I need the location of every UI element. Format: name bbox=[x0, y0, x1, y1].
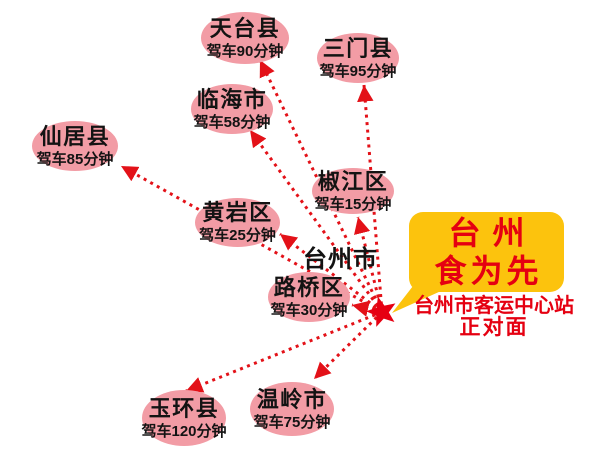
location-bubble-jiaojiang: 椒江区 驾车15分钟 bbox=[312, 168, 394, 214]
drive-time-label: 驾车120分钟 bbox=[141, 422, 227, 440]
address-caption: 台州市客运中心站 正对面 bbox=[399, 295, 589, 339]
drive-time-label: 驾车95分钟 bbox=[319, 62, 397, 80]
route-arrow-jiaojiang bbox=[354, 216, 384, 313]
drive-time-label: 驾车85分钟 bbox=[36, 150, 114, 168]
location-bubble-yuhuan: 玉环县 驾车120分钟 bbox=[141, 390, 227, 446]
drive-time-label: 驾车90分钟 bbox=[206, 42, 284, 60]
route-arrow-huangyan bbox=[279, 232, 383, 314]
route-arrow-xianju bbox=[120, 164, 383, 314]
route-arrow-tiantai bbox=[258, 59, 384, 313]
location-bubble-linhai: 临海市 驾车58分钟 bbox=[191, 84, 273, 134]
address-line2: 正对面 bbox=[459, 316, 529, 339]
location-name: 临海市 bbox=[196, 86, 268, 112]
location-name: 天台县 bbox=[209, 15, 281, 41]
route-arrow-luqiao bbox=[351, 300, 383, 317]
address-line1: 台州市客运中心站 bbox=[414, 295, 574, 317]
star-icon bbox=[366, 296, 396, 327]
brand-bubble: 台州 食为先 bbox=[409, 212, 564, 292]
location-name: 玉环县 bbox=[148, 395, 220, 421]
drive-time-label: 驾车25分钟 bbox=[199, 227, 276, 244]
location-bubble-xianju: 仙居县 驾车85分钟 bbox=[32, 121, 118, 171]
location-name: 仙居县 bbox=[39, 123, 111, 149]
location-name: 黄岩区 bbox=[202, 200, 273, 225]
location-name: 路桥区 bbox=[273, 274, 345, 300]
location-bubble-huangyan: 黄岩区 驾车25分钟 bbox=[195, 198, 280, 247]
brand-name-line2: 食为先 bbox=[434, 253, 543, 289]
location-bubble-wenling: 温岭市 驾车75分钟 bbox=[250, 382, 334, 436]
location-name: 三门县 bbox=[322, 35, 394, 61]
brand-name-line1: 台州 bbox=[448, 215, 537, 251]
location-bubble-sanmen: 三门县 驾车95分钟 bbox=[317, 33, 399, 83]
location-name: 椒江区 bbox=[317, 168, 389, 194]
location-bubble-tiantai: 天台县 驾车90分钟 bbox=[201, 12, 289, 64]
route-arrow-yuhuan bbox=[185, 310, 383, 393]
location-bubble-luqiao: 路桥区 驾车30分钟 bbox=[268, 272, 350, 322]
drive-time-label: 驾车75分钟 bbox=[253, 413, 331, 431]
drive-time-label: 驾车30分钟 bbox=[270, 301, 348, 319]
drive-time-label: 驾车58分钟 bbox=[193, 113, 271, 131]
drive-time-label: 驾车15分钟 bbox=[314, 195, 392, 213]
route-arrow-wenling bbox=[312, 310, 384, 381]
city-label: 台州市 bbox=[303, 246, 378, 273]
location-name: 温岭市 bbox=[256, 386, 328, 412]
